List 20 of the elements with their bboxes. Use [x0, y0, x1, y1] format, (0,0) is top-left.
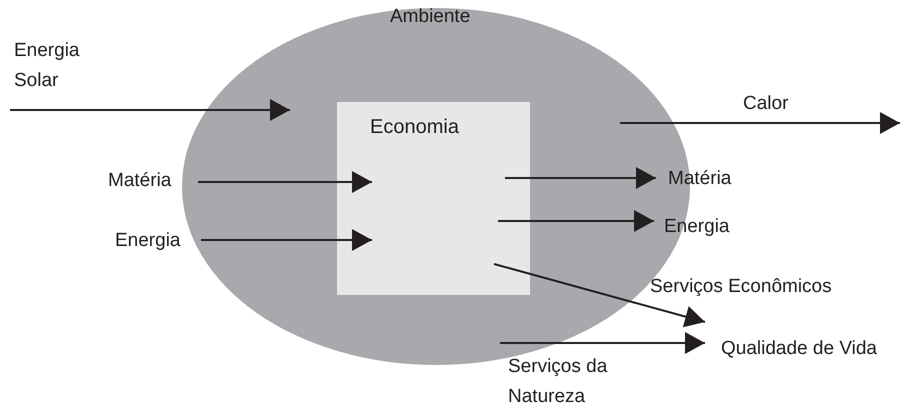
arrow [201, 229, 372, 251]
arrow [498, 210, 654, 232]
edge-label: Serviços Econômicos [650, 275, 832, 299]
flow-label: Matéria [656, 164, 766, 194]
arrow [620, 112, 900, 134]
arrow [494, 263, 706, 328]
arrow [10, 99, 290, 121]
flow-label: Matéria [108, 166, 198, 196]
arrow [505, 167, 656, 189]
economy-box [337, 102, 530, 295]
region-label: Ambiente [390, 5, 470, 29]
arrow [198, 171, 372, 193]
arrow [500, 332, 705, 354]
box-title: Economia [370, 115, 459, 140]
edge-label: Energia Solar [14, 39, 80, 93]
edge-label: Calor [743, 92, 788, 116]
flow-label: Energia [652, 212, 762, 242]
flow-label: Qualidade de Vida [705, 318, 920, 364]
flow-label: Energia [115, 226, 201, 256]
edge-label: Serviços da Natureza [508, 355, 608, 409]
